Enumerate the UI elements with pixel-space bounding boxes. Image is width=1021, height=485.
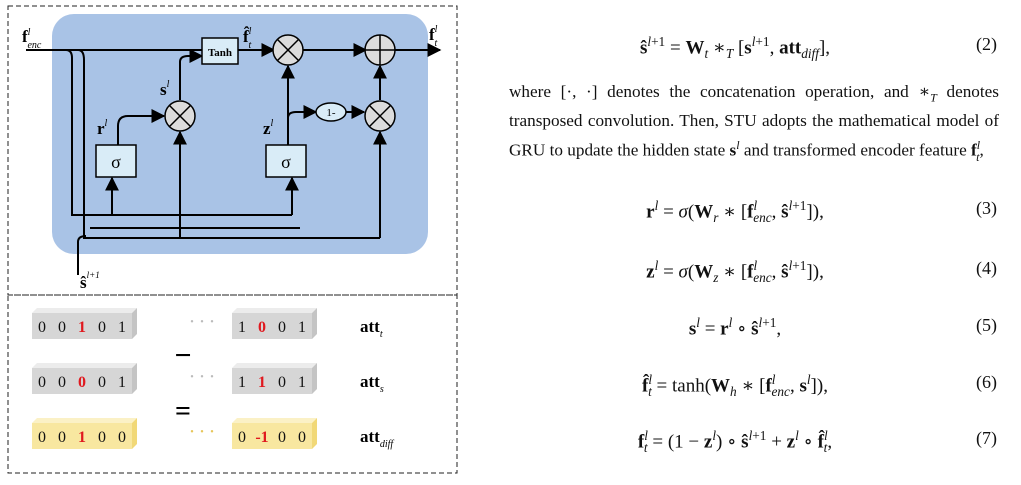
multiply-node-right [364,100,396,132]
equation-2: ŝl+1 = Wt ∗T [sl+1, attdiff], (2) [639,34,997,62]
s-gate-label: sl [160,79,170,99]
att-block-top [232,363,317,368]
att-value: 0 [58,374,66,391]
sigma-z-box [265,144,307,178]
tanh-box [201,37,239,65]
att-row-label: attt [360,317,383,340]
att-value: 0 [58,429,66,446]
ellipsis: • • • [190,317,216,328]
att-block [232,313,312,339]
add-node [364,34,396,66]
att-block-side [312,363,317,394]
att-value: 0 [278,374,286,391]
att-row-label: atts [360,372,384,395]
att-value: 0 [278,429,286,446]
ellipsis: • • • [190,427,216,438]
att-value: 0 [298,429,306,446]
z-gate-label: zl [263,118,274,138]
att-block [32,313,132,339]
att-value: -1 [255,429,268,446]
sigma-z-label: σ [281,152,291,172]
att-value: 0 [98,319,106,336]
att-value: 0 [38,429,46,446]
att-block-side [132,418,137,449]
att-value: 1 [118,374,126,391]
equation-5: sl = rl ∘ ŝl+1, (5) [688,315,997,340]
att-block-side [312,308,317,339]
att-value: 0 [118,429,126,446]
att-value: 0 [98,374,106,391]
att-block-top [232,308,317,313]
equation-number: (3) [976,198,997,218]
att-block [32,423,132,449]
att-value: 1 [238,374,246,391]
r-gate-label: rl [97,118,108,138]
att-value: 1 [78,429,86,446]
att-value: 0 [38,319,46,336]
equation-3: rl = σ(Wr ∗ [flenc, ŝl+1]), (3) [646,198,997,226]
att-block-top [32,308,137,313]
att-block-side [132,308,137,339]
equals-operator: = [175,396,191,427]
equation-4: zl = σ(Wz ∗ [flenc, ŝl+1]), (4) [646,258,997,286]
att-value: 1 [298,374,306,391]
one-minus-label: 1- [326,107,336,119]
equation-number: (6) [976,372,997,392]
att-value: 1 [258,374,266,391]
multiply-node-top [272,34,304,66]
tanh-label: Tanh [208,47,232,59]
ellipsis: • • • [190,372,216,383]
att-value: 0 [98,429,106,446]
att-value: 0 [238,429,246,446]
gru-wires [26,43,442,275]
equation-number: (4) [976,258,997,278]
att-value: 0 [278,319,286,336]
att-value: 0 [78,374,86,391]
att-value: 0 [58,319,66,336]
one-minus-node [315,102,347,122]
minus-operator: − [174,339,191,372]
att-block-top [232,418,317,423]
sigma-r-label: σ [111,152,121,172]
sigma-r-box [95,144,137,178]
body-paragraph: where [·, ·] denotes the concatenation o… [509,82,999,164]
att-block-top [32,418,137,423]
att-value: 0 [38,374,46,391]
equation-6: f̂lt = tanh(Wh ∗ [flenc, sl]), (6) [642,372,997,400]
att-value: 1 [238,319,246,336]
att-block [232,368,312,394]
att-block-top [32,363,137,368]
att-value: 0 [258,319,266,336]
att-block-side [132,363,137,394]
att-value: 1 [298,319,306,336]
att-row-label: attdiff [360,427,394,450]
equation-number: (2) [976,34,997,54]
att-block [232,423,312,449]
s-hat-input-label: ŝl+1 [80,270,100,292]
equation-7: flt = (1 − zl) ∘ ŝl+1 + zl ∘ f̂lt, (7) [637,428,997,456]
att-block-side [312,418,317,449]
figure-frame-bottom [7,294,458,474]
att-block [32,368,132,394]
gru-panel [52,14,428,254]
att-value: 1 [78,319,86,336]
equation-number: (5) [976,315,997,335]
equation-number: (7) [976,428,997,448]
multiply-node-r [164,100,196,132]
att-value: 1 [118,319,126,336]
